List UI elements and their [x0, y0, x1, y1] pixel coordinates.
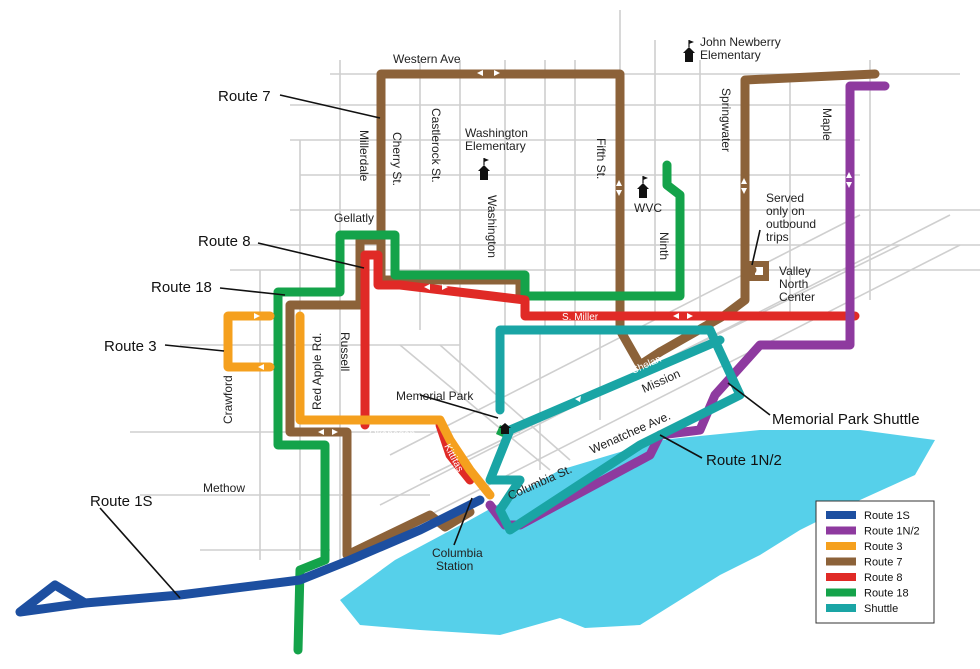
route-7-line [376, 69, 665, 370]
street-label-springwater: Springwater [719, 88, 733, 152]
route-18-label: Route 18 [151, 279, 212, 296]
place-label-valley-north-center: North [779, 277, 808, 291]
legend-label: Route 3 [864, 541, 903, 553]
route-1s-terminal [15, 580, 90, 617]
street-label-methow: Methow [203, 481, 245, 495]
place-label-valley-north-center: Valley [779, 264, 811, 278]
street-label-red-apple: Red Apple Rd. [310, 333, 324, 410]
place-label-served-outbound: trips [766, 230, 789, 244]
place-label-wvc: WVC [634, 201, 662, 215]
place-label-served-outbound: only on [766, 204, 805, 218]
street-label-cherry: Cherry St. [390, 132, 404, 186]
columbia-river [340, 430, 935, 635]
street-label-ninth: Ninth [657, 232, 671, 260]
place-label-served-outbound: outbound [766, 217, 816, 231]
route-7-label: Route 7 [218, 88, 271, 105]
street-label-crawford: Crawford [221, 375, 235, 424]
street-label-washington: Washington [485, 195, 499, 258]
leader-lines [99, 94, 771, 599]
route-3-line [295, 311, 495, 500]
place-label-columbia-station: Station [436, 559, 473, 573]
place-label-served-outbound: Served [766, 191, 804, 205]
place-label-john-newberry: John Newberry [700, 35, 781, 49]
route-8-label: Route 8 [198, 233, 251, 250]
street-label-castlerock: Castlerock St. [429, 108, 443, 183]
park-pavilion-icon [499, 423, 511, 434]
route-18-line [273, 160, 685, 655]
route-3-loop [223, 311, 275, 372]
street-label-gellatly: Gellatly [334, 211, 374, 225]
shuttle-label: Memorial Park Shuttle [772, 411, 920, 428]
place-label-memorial-park: Memorial Park [396, 389, 474, 403]
direction-arrows [254, 70, 852, 435]
street-label-russell: Russell [338, 332, 352, 371]
place-label-john-newberry: Elementary [700, 48, 761, 62]
college-icon [637, 176, 649, 198]
legend-label: Route 18 [864, 588, 909, 600]
school-icon [683, 40, 695, 62]
place-label-columbia-station: Columbia [432, 546, 483, 560]
route-3-label: Route 3 [104, 338, 157, 355]
street-label-okanogan: Okanogan [369, 429, 415, 440]
legend-label: Route 7 [864, 557, 903, 569]
street-label-maple: Maple [820, 108, 834, 141]
legend-label: Route 1S [864, 510, 910, 522]
place-label-washington-elementary: Washington [465, 126, 528, 140]
street-label-western: Western Ave [393, 52, 461, 66]
legend-label: Route 8 [864, 572, 903, 584]
street-label-s-miller: S. Miller [562, 312, 599, 323]
shuttle-line [485, 325, 745, 535]
place-label-valley-north-center: Center [779, 290, 815, 304]
street-label-millerdale: Millerdale [357, 130, 371, 182]
route-8-line [360, 250, 860, 430]
route-1s-line [80, 495, 485, 608]
school-icon [478, 158, 490, 180]
street-label-fifth: Fifth St. [594, 138, 608, 179]
route-1n2-label: Route 1N/2 [706, 452, 782, 469]
place-label-washington-elementary: Elementary [465, 139, 526, 153]
route-1s-label: Route 1S [90, 493, 153, 510]
legend-label: Route 1N/2 [864, 526, 920, 538]
legend-label: Shuttle [864, 603, 898, 615]
